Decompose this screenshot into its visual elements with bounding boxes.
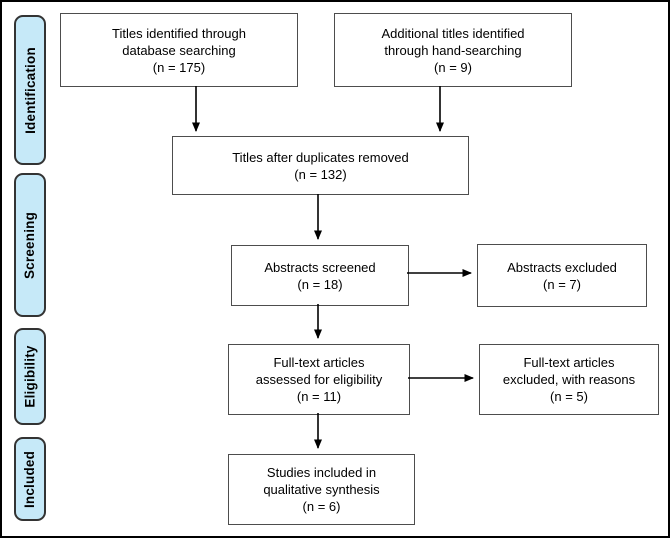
stage-eligibility: Eligibility — [14, 328, 46, 425]
box-fulltext-assessed: Full-text articles assessed for eligibil… — [228, 344, 410, 415]
stage-identification: Identification — [14, 15, 46, 165]
stage-included: Included — [14, 437, 46, 521]
stage-identification-label: Identification — [22, 46, 38, 134]
box-database-search: Titles identified through database searc… — [60, 13, 298, 87]
box-fulltext-assessed-text: Full-text articles assessed for eligibil… — [255, 355, 383, 404]
box-hand-search: Additional titles identified through han… — [334, 13, 572, 87]
box-abstracts-screened: Abstracts screened (n = 18) — [231, 245, 409, 306]
box-abstracts-screened-text: Abstracts screened (n = 18) — [264, 259, 376, 292]
stage-screening: Screening — [14, 173, 46, 317]
stage-included-label: Included — [22, 450, 38, 508]
stage-screening-label: Screening — [22, 211, 38, 279]
box-database-search-text: Titles identified through database searc… — [112, 25, 246, 75]
box-duplicates-removed-text: Titles after duplicates removed (n = 132… — [232, 149, 409, 182]
box-studies-included: Studies included in qualitative synthesi… — [228, 454, 415, 525]
box-hand-search-text: Additional titles identified through han… — [381, 25, 525, 75]
box-studies-included-text: Studies included in qualitative synthesi… — [263, 465, 380, 514]
box-duplicates-removed: Titles after duplicates removed (n = 132… — [172, 136, 469, 195]
box-fulltext-excluded-text: Full-text articles excluded, with reason… — [502, 355, 636, 404]
stage-eligibility-label: Eligibility — [22, 345, 38, 408]
box-fulltext-excluded: Full-text articles excluded, with reason… — [479, 344, 659, 415]
box-abstracts-excluded: Abstracts excluded (n = 7) — [477, 244, 647, 307]
box-abstracts-excluded-text: Abstracts excluded (n = 7) — [507, 259, 617, 292]
